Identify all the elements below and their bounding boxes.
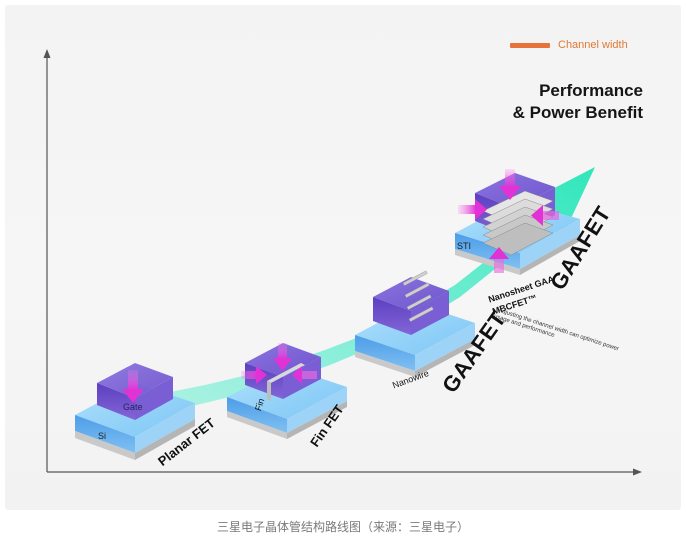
headline-line-1: Performance	[539, 81, 643, 100]
finfet-device	[227, 343, 347, 439]
sti-label: STI	[457, 241, 472, 251]
roadmap-figure: Channel width Performance & Power Benefi…	[5, 5, 681, 510]
axes	[43, 49, 642, 476]
mbcfet-gaafet-device	[455, 169, 580, 275]
planar-fet-device	[75, 363, 195, 460]
nanowire-gaafet-device	[355, 270, 475, 377]
figure-caption: 三星电子晶体管结构路线图（来源：三星电子）	[216, 520, 469, 534]
gate-label: Gate	[123, 402, 143, 412]
legend-swatch	[510, 42, 550, 48]
performance-headline: Performance & Power Benefit	[513, 80, 643, 124]
si-label: Si	[98, 431, 107, 441]
legend-label: Channel width	[558, 39, 628, 51]
roadmap-diagram	[43, 49, 642, 476]
headline-line-2: & Power Benefit	[512, 103, 643, 122]
legend-channel-width: Channel width	[510, 39, 628, 51]
